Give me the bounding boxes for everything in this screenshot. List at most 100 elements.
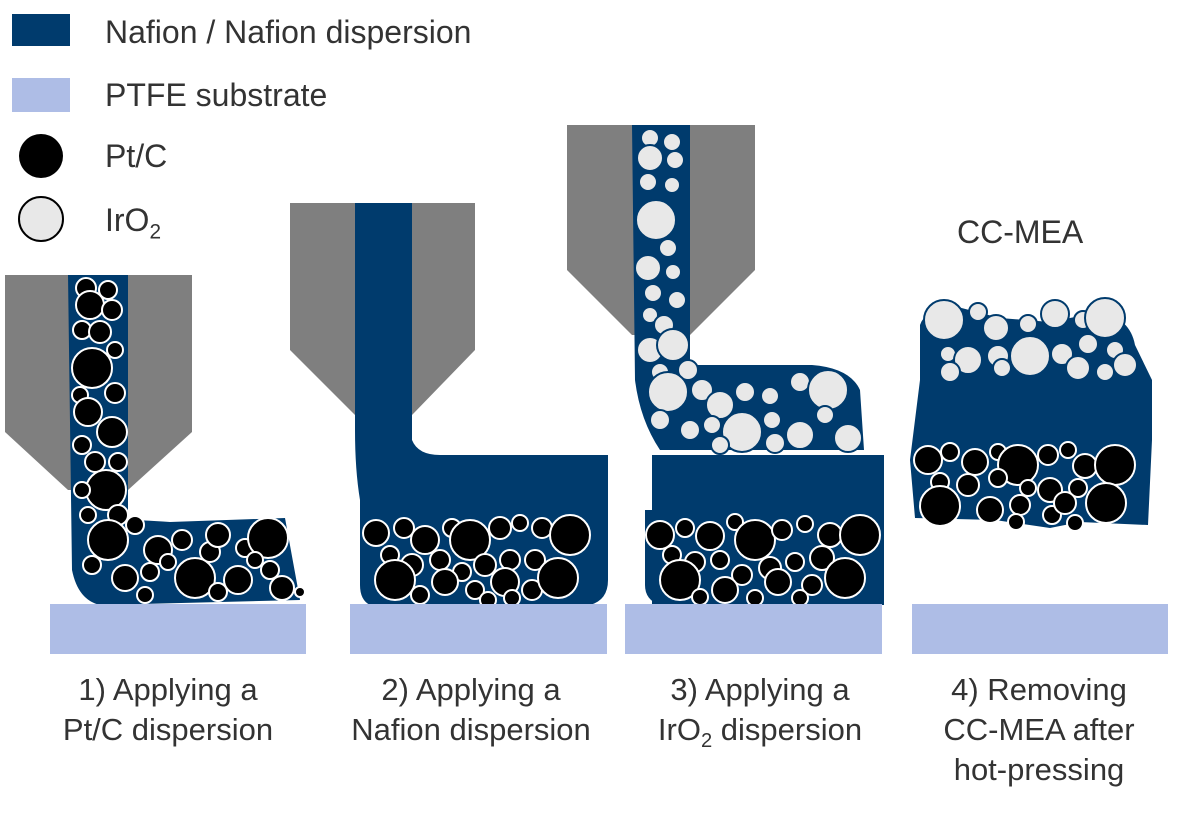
legend-ptfe-label: PTFE substrate <box>105 77 328 113</box>
iro2-particle <box>939 361 961 383</box>
ptc-particle <box>96 416 128 448</box>
step2-nafion-stream <box>355 203 608 605</box>
step4-illustration <box>910 297 1168 654</box>
iro2-particle <box>1050 342 1074 366</box>
step2-caption-line1: 2) Applying a <box>381 672 561 707</box>
legend-ptc-label: Pt/C <box>105 138 168 174</box>
step2-ptc-particles <box>362 514 591 609</box>
step4-caption: 4) Removing CC-MEA after hot-pressing <box>908 670 1170 790</box>
step1-ptfe-substrate <box>50 604 306 654</box>
ptc-particle <box>1009 494 1031 516</box>
ptc-particle <box>1066 514 1084 532</box>
step4-caption-line2: CC-MEA after <box>943 712 1135 747</box>
ptc-particle <box>465 580 485 600</box>
iro2-particle <box>762 410 782 430</box>
legend-iro2-label: IrO2 <box>105 202 162 244</box>
ptc-particle <box>71 347 113 389</box>
ptc-particle <box>1037 444 1059 466</box>
iro2-particle <box>643 283 663 303</box>
iro2-particle <box>923 299 965 341</box>
iro2-particle <box>710 435 730 455</box>
iro2-particle <box>992 358 1012 378</box>
ptc-particle <box>809 545 835 571</box>
ptc-particle <box>108 452 128 472</box>
ptc-particle <box>75 290 105 320</box>
iro2-particle <box>785 420 815 450</box>
iro2-particle <box>1009 335 1051 377</box>
step1-caption: 1) Applying a Pt/C dispersion <box>30 670 306 750</box>
iro2-particle <box>1065 355 1091 381</box>
step4-ptfe-substrate <box>912 604 1168 654</box>
step4-iro2-particles <box>923 297 1138 383</box>
ptc-particle <box>913 445 943 475</box>
step2-caption-line2: Nafion dispersion <box>351 712 591 747</box>
iro2-particle <box>647 371 689 413</box>
step1-caption-line2: Pt/C dispersion <box>62 712 274 747</box>
iro2-particle <box>982 314 1010 342</box>
ptc-particle <box>731 564 753 586</box>
ptc-particle <box>659 559 701 601</box>
ptc-particle <box>997 444 1039 486</box>
ptc-particle <box>410 585 430 605</box>
ptc-particle <box>771 519 793 541</box>
ptc-particle <box>1072 453 1098 479</box>
iro2-particle <box>664 263 682 281</box>
ptc-particle <box>98 280 118 300</box>
ptc-particle <box>499 549 521 571</box>
ptc-particle <box>171 529 193 551</box>
ptc-particle <box>695 521 725 551</box>
step4-caption-line3: hot-pressing <box>953 752 1125 787</box>
ptc-particle <box>223 565 253 595</box>
ptc-particle <box>106 341 124 359</box>
ptc-particle <box>246 551 264 569</box>
step2-ptfe-substrate <box>350 604 607 654</box>
ptc-particle <box>87 519 129 561</box>
ptc-particle <box>362 519 390 547</box>
ptc-particle <box>205 522 231 548</box>
ptc-particle <box>511 514 529 532</box>
ptc-particle <box>82 555 102 575</box>
iro2-particle <box>649 409 671 431</box>
ptc-particle <box>431 568 459 596</box>
ptc-particle <box>136 586 154 604</box>
ptc-particle <box>675 518 695 538</box>
iro2-particle <box>663 176 681 194</box>
step2-caption: 2) Applying a Nafion dispersion <box>326 670 616 750</box>
ptc-particle <box>1019 479 1037 497</box>
ptc-particle <box>374 559 416 601</box>
ptc-particle <box>549 514 591 556</box>
iro2-particle <box>667 290 687 310</box>
iro2-particle <box>638 172 658 192</box>
iro2-particle <box>1084 297 1126 339</box>
iro2-particle <box>833 423 863 453</box>
ptc-particle <box>84 451 106 473</box>
step1-illustration <box>5 275 306 654</box>
legend-nafion-swatch <box>12 14 70 46</box>
ptc-particle <box>85 469 127 511</box>
ptc-particle <box>79 506 97 524</box>
iro2-particle <box>705 390 735 420</box>
ptc-particle <box>746 589 764 607</box>
ptc-particle <box>393 517 415 539</box>
ptc-particle <box>73 397 103 427</box>
ptc-particle <box>645 520 675 550</box>
ptc-particle <box>1094 444 1136 486</box>
ptc-particle <box>101 299 123 321</box>
ptc-particle <box>817 522 843 548</box>
iro2-particle <box>665 150 685 170</box>
step3-caption-line1: 3) Applying a <box>670 672 850 707</box>
iro2-particle <box>968 302 988 322</box>
step3-ptc-particles <box>645 513 881 607</box>
ptc-particle <box>824 557 866 599</box>
ptc-particle <box>429 549 451 571</box>
ptc-particle <box>961 448 989 476</box>
iro2-particle <box>636 144 664 172</box>
iro2-particle <box>734 381 756 403</box>
legend-iro2-circle <box>18 196 64 242</box>
ptc-particle <box>791 589 809 607</box>
iro2-particle <box>679 419 701 441</box>
iro2-particle <box>1112 352 1138 378</box>
iro2-particle <box>656 328 690 362</box>
ptc-particle <box>111 564 139 592</box>
ptc-particle <box>956 473 980 497</box>
